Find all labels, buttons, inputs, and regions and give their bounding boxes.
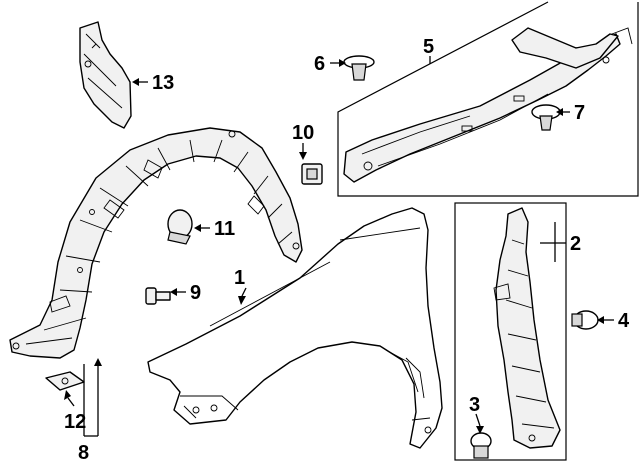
clip-part-11: [167, 209, 193, 245]
side-parts-frame: [454, 202, 567, 461]
callout-10: 10: [292, 122, 314, 144]
upper-bracket-part: [343, 27, 633, 183]
callout-3: 3: [469, 394, 480, 416]
splash-shield-part: [79, 21, 132, 129]
callout-1: 1: [234, 267, 245, 289]
callout-8: 8: [78, 442, 89, 464]
callout-11: 11: [214, 218, 235, 240]
callout-4: 4: [618, 310, 630, 332]
callout-labels: 1 2 3 4 5 6 7 8 9 10 11 12 13: [64, 36, 630, 464]
callout-5: 5: [423, 36, 434, 58]
clip-part-7: [531, 104, 561, 131]
side-bracket-part: [493, 207, 561, 449]
clip-part-4: [571, 310, 599, 330]
nut-part-10: [301, 163, 323, 185]
front-fender-part: [147, 207, 443, 449]
callout-7: 7: [574, 102, 585, 124]
screw-part-9: [145, 287, 171, 305]
leader-lines: [64, 56, 614, 437]
callout-12: 12: [64, 411, 86, 433]
clip-part-3: [470, 432, 492, 459]
callout-13: 13: [152, 72, 174, 94]
fender-liner-part: [9, 127, 303, 359]
clip-part-6: [343, 55, 375, 81]
clip-part-12: [45, 371, 85, 391]
callout-2: 2: [570, 233, 581, 255]
callout-6: 6: [314, 53, 325, 75]
callout-9: 9: [190, 282, 201, 304]
upper-parts-frame: [337, 1, 639, 197]
